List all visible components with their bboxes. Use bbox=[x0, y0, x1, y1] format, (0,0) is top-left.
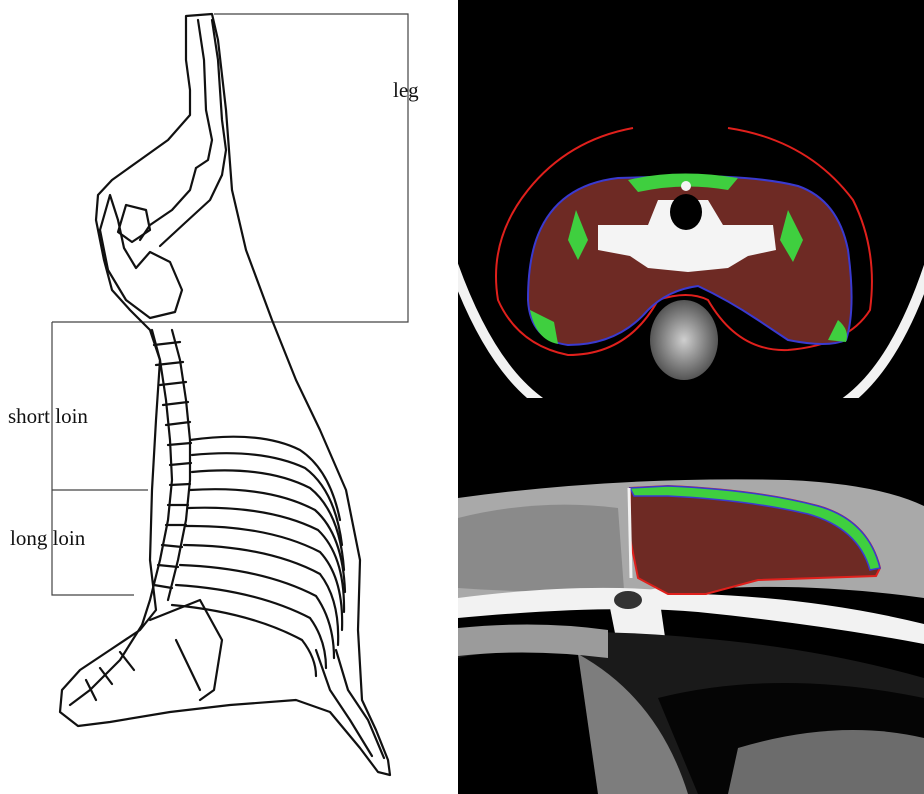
ct-transverse-slice bbox=[458, 0, 924, 398]
ct-longitudinal-slice bbox=[458, 398, 924, 794]
spinous-process bbox=[681, 181, 691, 191]
vertebral-body bbox=[650, 300, 718, 380]
carcass-diagram: leg short loin long loin bbox=[0, 0, 456, 794]
spinal-canal bbox=[670, 194, 702, 230]
long-loin-label: long loin bbox=[10, 526, 85, 551]
spinal-canal bbox=[614, 591, 642, 609]
ct-longitudinal-image bbox=[458, 398, 924, 794]
cavity-left bbox=[458, 652, 598, 794]
loin-bracket bbox=[52, 322, 134, 595]
leg-label: leg bbox=[393, 78, 419, 103]
carcass-drawing bbox=[0, 0, 456, 794]
ct-transverse-image bbox=[458, 0, 924, 398]
carcass-outline bbox=[60, 14, 390, 775]
fascia-line bbox=[629, 488, 631, 578]
short-loin-label: short loin bbox=[8, 404, 88, 429]
adjacent-muscle bbox=[458, 505, 624, 592]
